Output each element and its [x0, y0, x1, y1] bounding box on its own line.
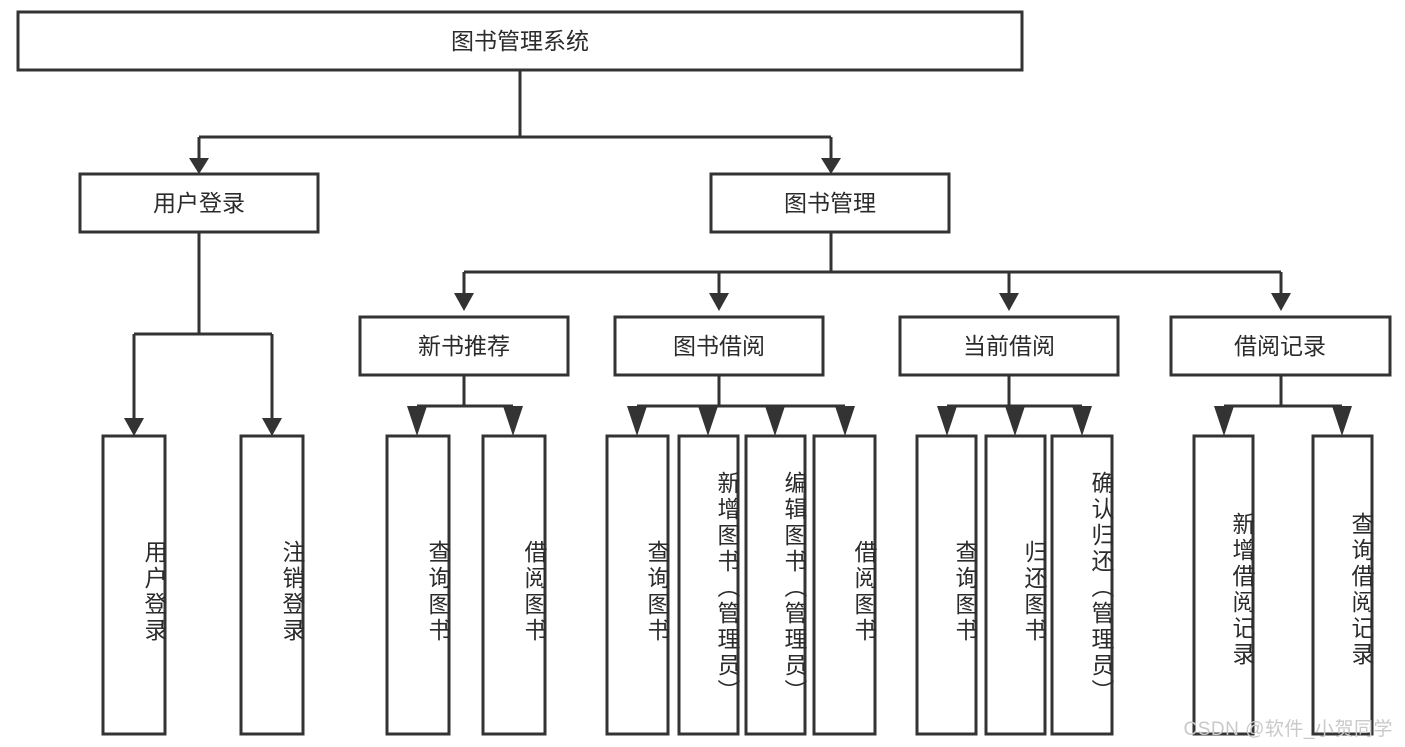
node-layer: 图书管理系统 用户登录 图书管理 新书推荐 图书借阅 当前借阅 借阅记录 — [16, 10, 1392, 736]
csdn-watermark: CSDN @软件_小贺同学 — [1183, 719, 1393, 740]
arrowhead-leaf-user-login — [124, 418, 144, 436]
node-leaf-borrow-book-bb[interactable] — [812, 434, 877, 736]
node-book-management[interactable] — [709, 172, 951, 234]
arrowhead-cb-leaf-2 — [1005, 406, 1025, 436]
node-leaf-return-book[interactable] — [984, 434, 1047, 736]
node-leaf-query-book-cb[interactable] — [915, 434, 978, 736]
node-leaf-query-borrow-record[interactable] — [1311, 434, 1374, 736]
node-user-login[interactable] — [78, 172, 320, 234]
node-user-login-label: 用户登录 — [153, 190, 245, 216]
node-book-management-label: 图书管理 — [784, 190, 876, 216]
arrowhead-book-borrow — [709, 293, 729, 311]
arrowhead-current-borrow — [999, 293, 1019, 311]
arrowhead-bb-leaf-4 — [835, 406, 855, 436]
node-current-borrow[interactable] — [898, 315, 1120, 377]
arrowhead-bb-leaf-3 — [765, 406, 785, 436]
node-book-borrow[interactable] — [613, 315, 825, 377]
node-leaf-confirm-return-admin[interactable] — [1050, 434, 1114, 736]
node-leaf-query-book-nb[interactable] — [385, 434, 451, 736]
node-leaf-add-book-admin[interactable] — [677, 434, 740, 736]
node-current-borrow-label: 当前借阅 — [963, 333, 1055, 359]
node-new-book-recommend-label: 新书推荐 — [418, 333, 510, 359]
node-root-label: 图书管理系统 — [451, 28, 589, 54]
arrowhead-cb-leaf-3 — [1072, 406, 1092, 436]
node-borrow-record-label: 借阅记录 — [1234, 333, 1326, 359]
arrowhead-user-login — [189, 158, 209, 174]
arrowhead-cb-leaf-1 — [937, 406, 957, 436]
node-new-book-recommend[interactable] — [358, 315, 570, 377]
arrowhead-new-book — [454, 293, 474, 311]
arrowhead-bb-leaf-2 — [698, 406, 718, 436]
node-borrow-record[interactable] — [1169, 315, 1392, 377]
arrowhead-leaf-logout — [262, 418, 282, 436]
arrowhead-bb-leaf-1 — [627, 406, 647, 436]
node-leaf-edit-book-admin[interactable] — [744, 434, 807, 736]
arrowhead-borrow-record — [1271, 293, 1291, 311]
node-leaf-borrow-book-nb[interactable] — [481, 434, 547, 736]
node-leaf-user-login[interactable] — [101, 434, 167, 736]
node-leaf-query-book-bb[interactable] — [605, 434, 670, 736]
arrowhead-nb-leaf-1 — [407, 406, 427, 436]
node-leaf-logout[interactable] — [239, 434, 305, 736]
arrowhead-br-leaf-1 — [1214, 406, 1234, 436]
connector-layer — [124, 70, 1352, 436]
arrowhead-nb-leaf-2 — [503, 406, 523, 436]
node-leaf-add-borrow-record[interactable] — [1192, 434, 1255, 736]
arrowhead-br-leaf-2 — [1332, 406, 1352, 436]
node-book-borrow-label: 图书借阅 — [673, 333, 765, 359]
arrowhead-book-manage — [821, 158, 841, 174]
node-root-book-management-system[interactable] — [16, 10, 1024, 72]
